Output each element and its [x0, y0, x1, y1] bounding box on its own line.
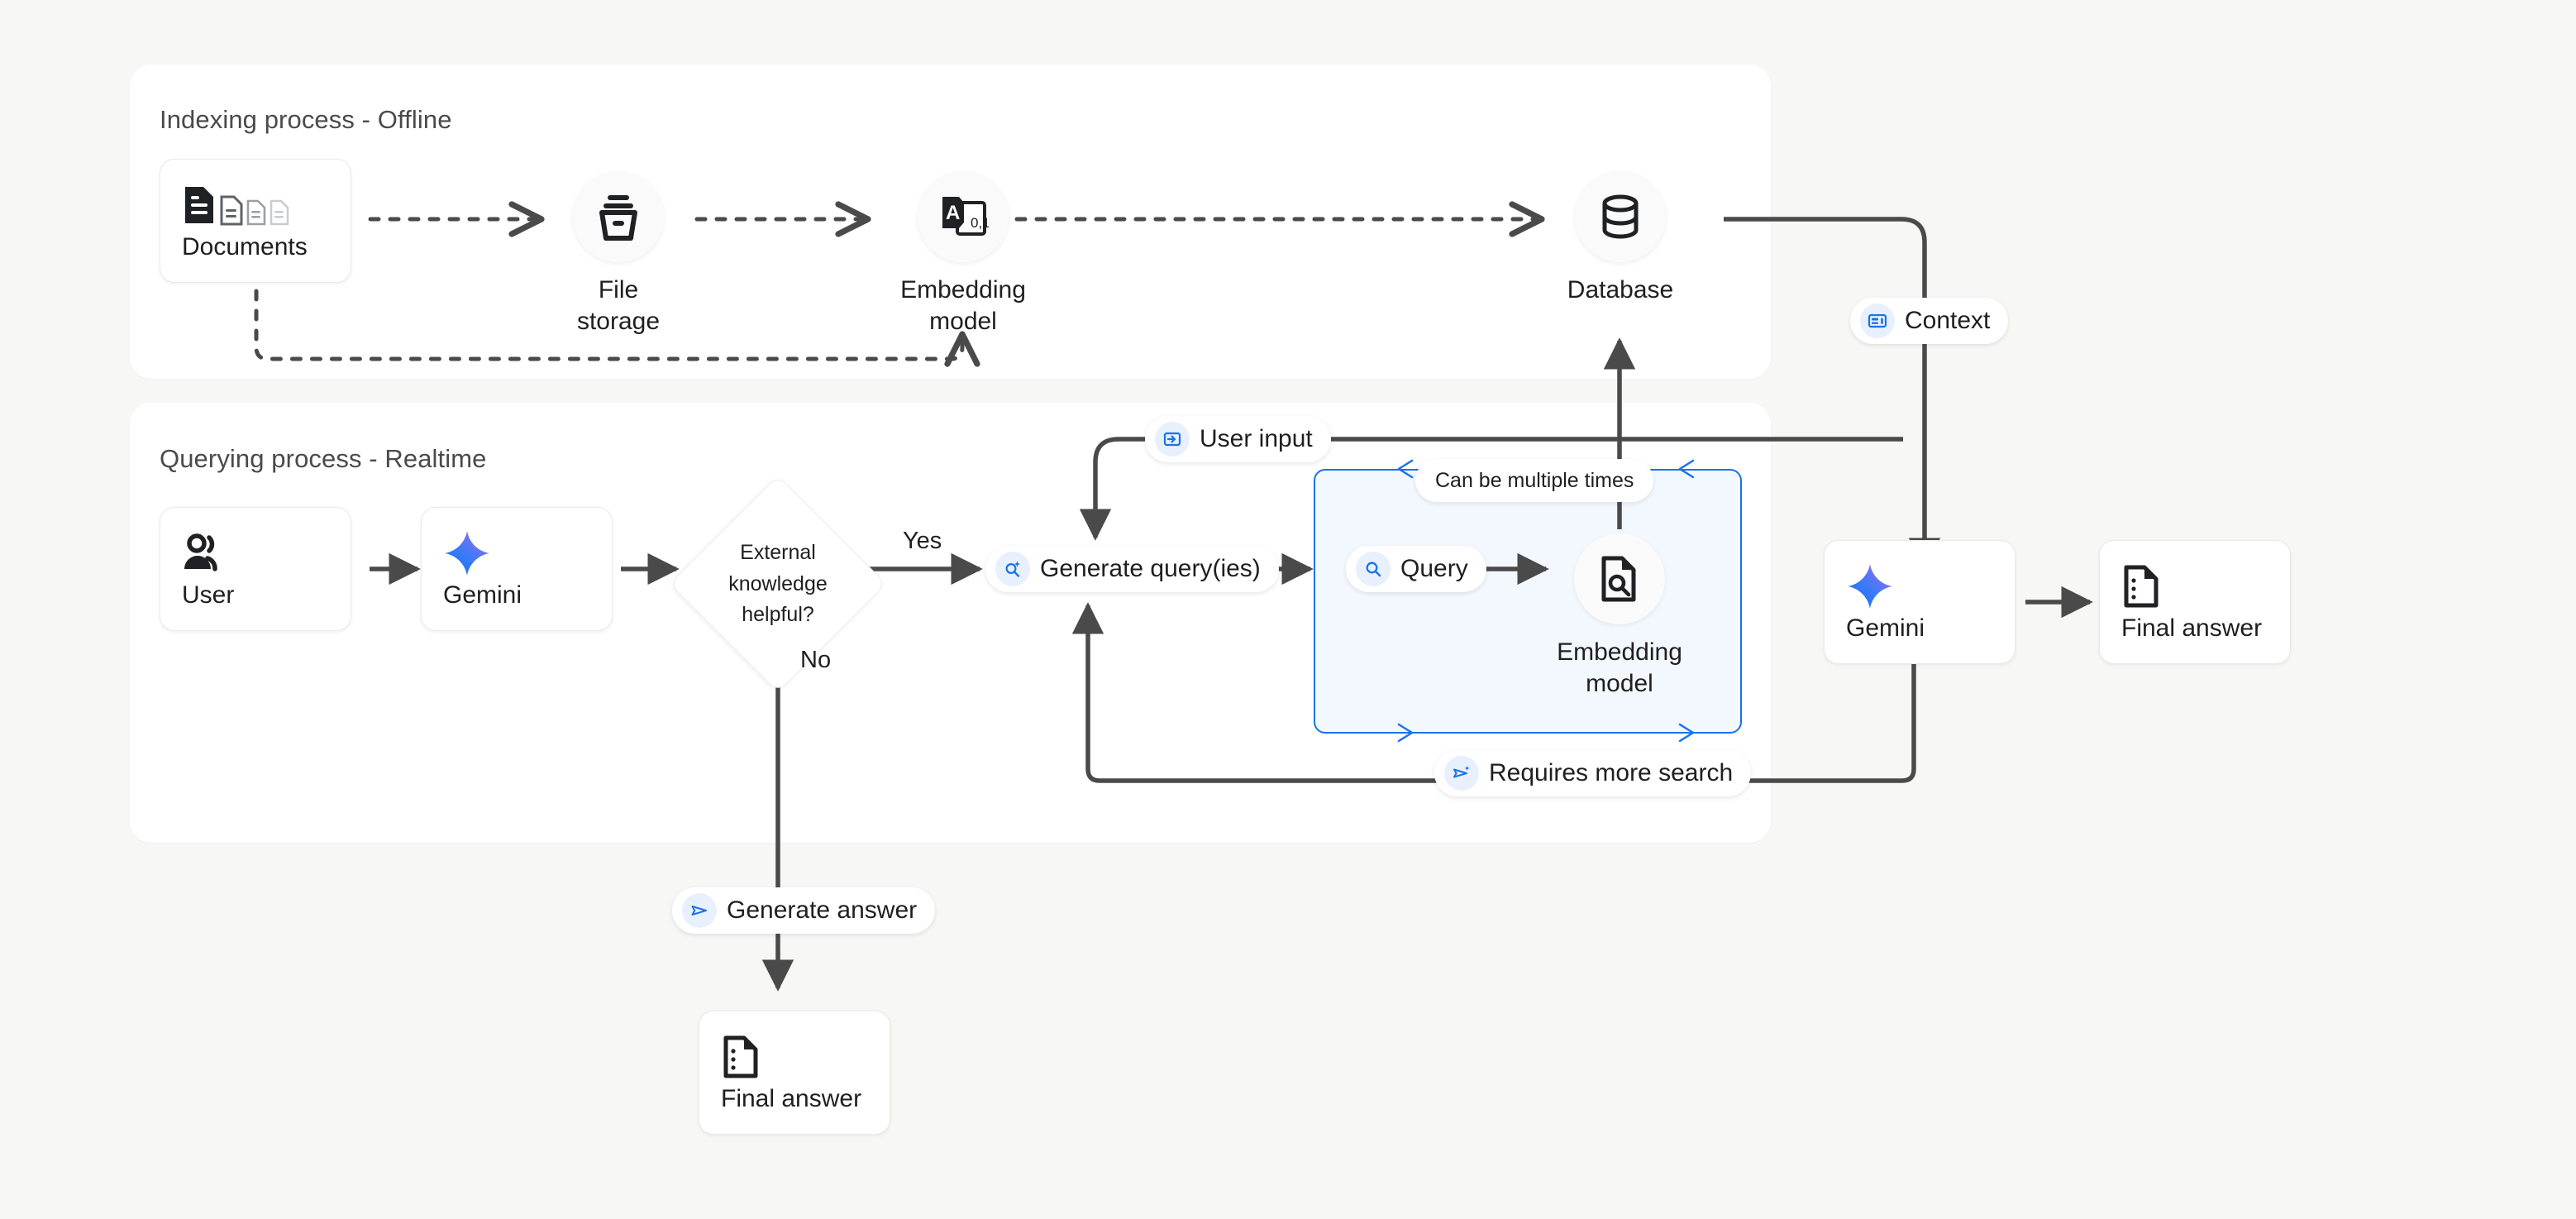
search-icon — [1356, 552, 1391, 586]
pill-generate-queries-label: Generate query(ies) — [1040, 555, 1261, 582]
pill-query[interactable]: Query — [1346, 546, 1486, 592]
node-documents[interactable]: Documents — [160, 159, 351, 283]
edge-label-yes: Yes — [903, 528, 942, 554]
node-gemini-right[interactable]: Gemini — [1824, 540, 2015, 664]
answer-doc-icon — [2121, 563, 2290, 610]
documents-icon — [182, 182, 351, 228]
pill-generate-answer[interactable]: Generate answer — [672, 887, 936, 934]
node-embedding-model[interactable]: 0,1 A Embedding model — [900, 171, 1026, 338]
pill-context-label: Context — [1905, 307, 1991, 334]
search-sparkle-icon — [995, 552, 1030, 586]
node-embedding-model-label: Embedding model — [900, 276, 1026, 336]
node-gemini-left[interactable]: Gemini — [421, 507, 613, 631]
context-panel-icon — [1860, 304, 1895, 338]
node-embedding-model-query-label: Embedding model — [1557, 638, 1682, 698]
node-gemini-right-label: Gemini — [1846, 614, 1925, 642]
pill-requires-more-search-label: Requires more search — [1489, 759, 1734, 786]
pill-generate-answer-label: Generate answer — [727, 896, 918, 924]
decision-line-3: helpful? — [742, 602, 814, 626]
node-documents-label: Documents — [182, 232, 308, 261]
pill-context[interactable]: Context — [1850, 298, 2009, 344]
document-search-icon — [1574, 533, 1665, 624]
send-sparkle-icon — [1444, 756, 1479, 791]
node-final-answer-bottom-label: Final answer — [721, 1084, 862, 1112]
node-final-answer-right-label: Final answer — [2121, 614, 2263, 642]
pill-user-input[interactable]: User input — [1145, 416, 1331, 462]
answer-doc-icon — [721, 1034, 890, 1080]
embedding-model-icon: 0,1 A — [918, 171, 1009, 262]
node-final-answer-bottom[interactable]: Final answer — [699, 1011, 890, 1135]
node-database-label: Database — [1567, 276, 1674, 304]
pill-requires-more-search[interactable]: Requires more search — [1434, 750, 1752, 796]
node-user-label: User — [182, 581, 235, 609]
node-final-answer-right[interactable]: Final answer — [2099, 540, 2291, 664]
node-embedding-model-query[interactable]: Embedding model — [1557, 533, 1682, 700]
send-icon — [682, 893, 717, 928]
pill-can-be-multiple-times: Can be multiple times — [1415, 459, 1654, 502]
svg-text:0,1: 0,1 — [971, 215, 989, 231]
node-gemini-left-label: Gemini — [443, 581, 522, 609]
node-user[interactable]: User — [160, 507, 351, 631]
pill-user-input-label: User input — [1200, 425, 1313, 452]
decision-line-1: External — [740, 540, 816, 564]
node-database[interactable]: Database — [1567, 171, 1673, 306]
pill-generate-queries[interactable]: Generate query(ies) — [985, 546, 1279, 592]
svg-text:A: A — [946, 202, 960, 224]
node-file-storage[interactable]: File storage — [570, 171, 666, 338]
file-storage-icon — [573, 171, 664, 262]
panel-querying-title: Querying process - Realtime — [160, 444, 487, 473]
decision-label: External knowledge helpful? — [666, 538, 890, 631]
edge-label-no: No — [800, 647, 832, 673]
input-arrow-icon — [1155, 422, 1190, 457]
gemini-sparkle-icon — [1846, 563, 2015, 610]
user-icon — [182, 530, 351, 576]
pill-query-label: Query — [1400, 555, 1468, 582]
panel-indexing-title: Indexing process - Offline — [160, 105, 452, 134]
node-file-storage-label: File storage — [576, 276, 661, 336]
database-icon — [1575, 171, 1666, 262]
decision-line-2: knowledge — [728, 571, 828, 595]
node-decision-external-knowledge[interactable]: External knowledge helpful? — [669, 475, 887, 693]
gemini-sparkle-icon — [443, 530, 612, 576]
pill-can-be-multiple-times-label: Can be multiple times — [1435, 468, 1634, 492]
